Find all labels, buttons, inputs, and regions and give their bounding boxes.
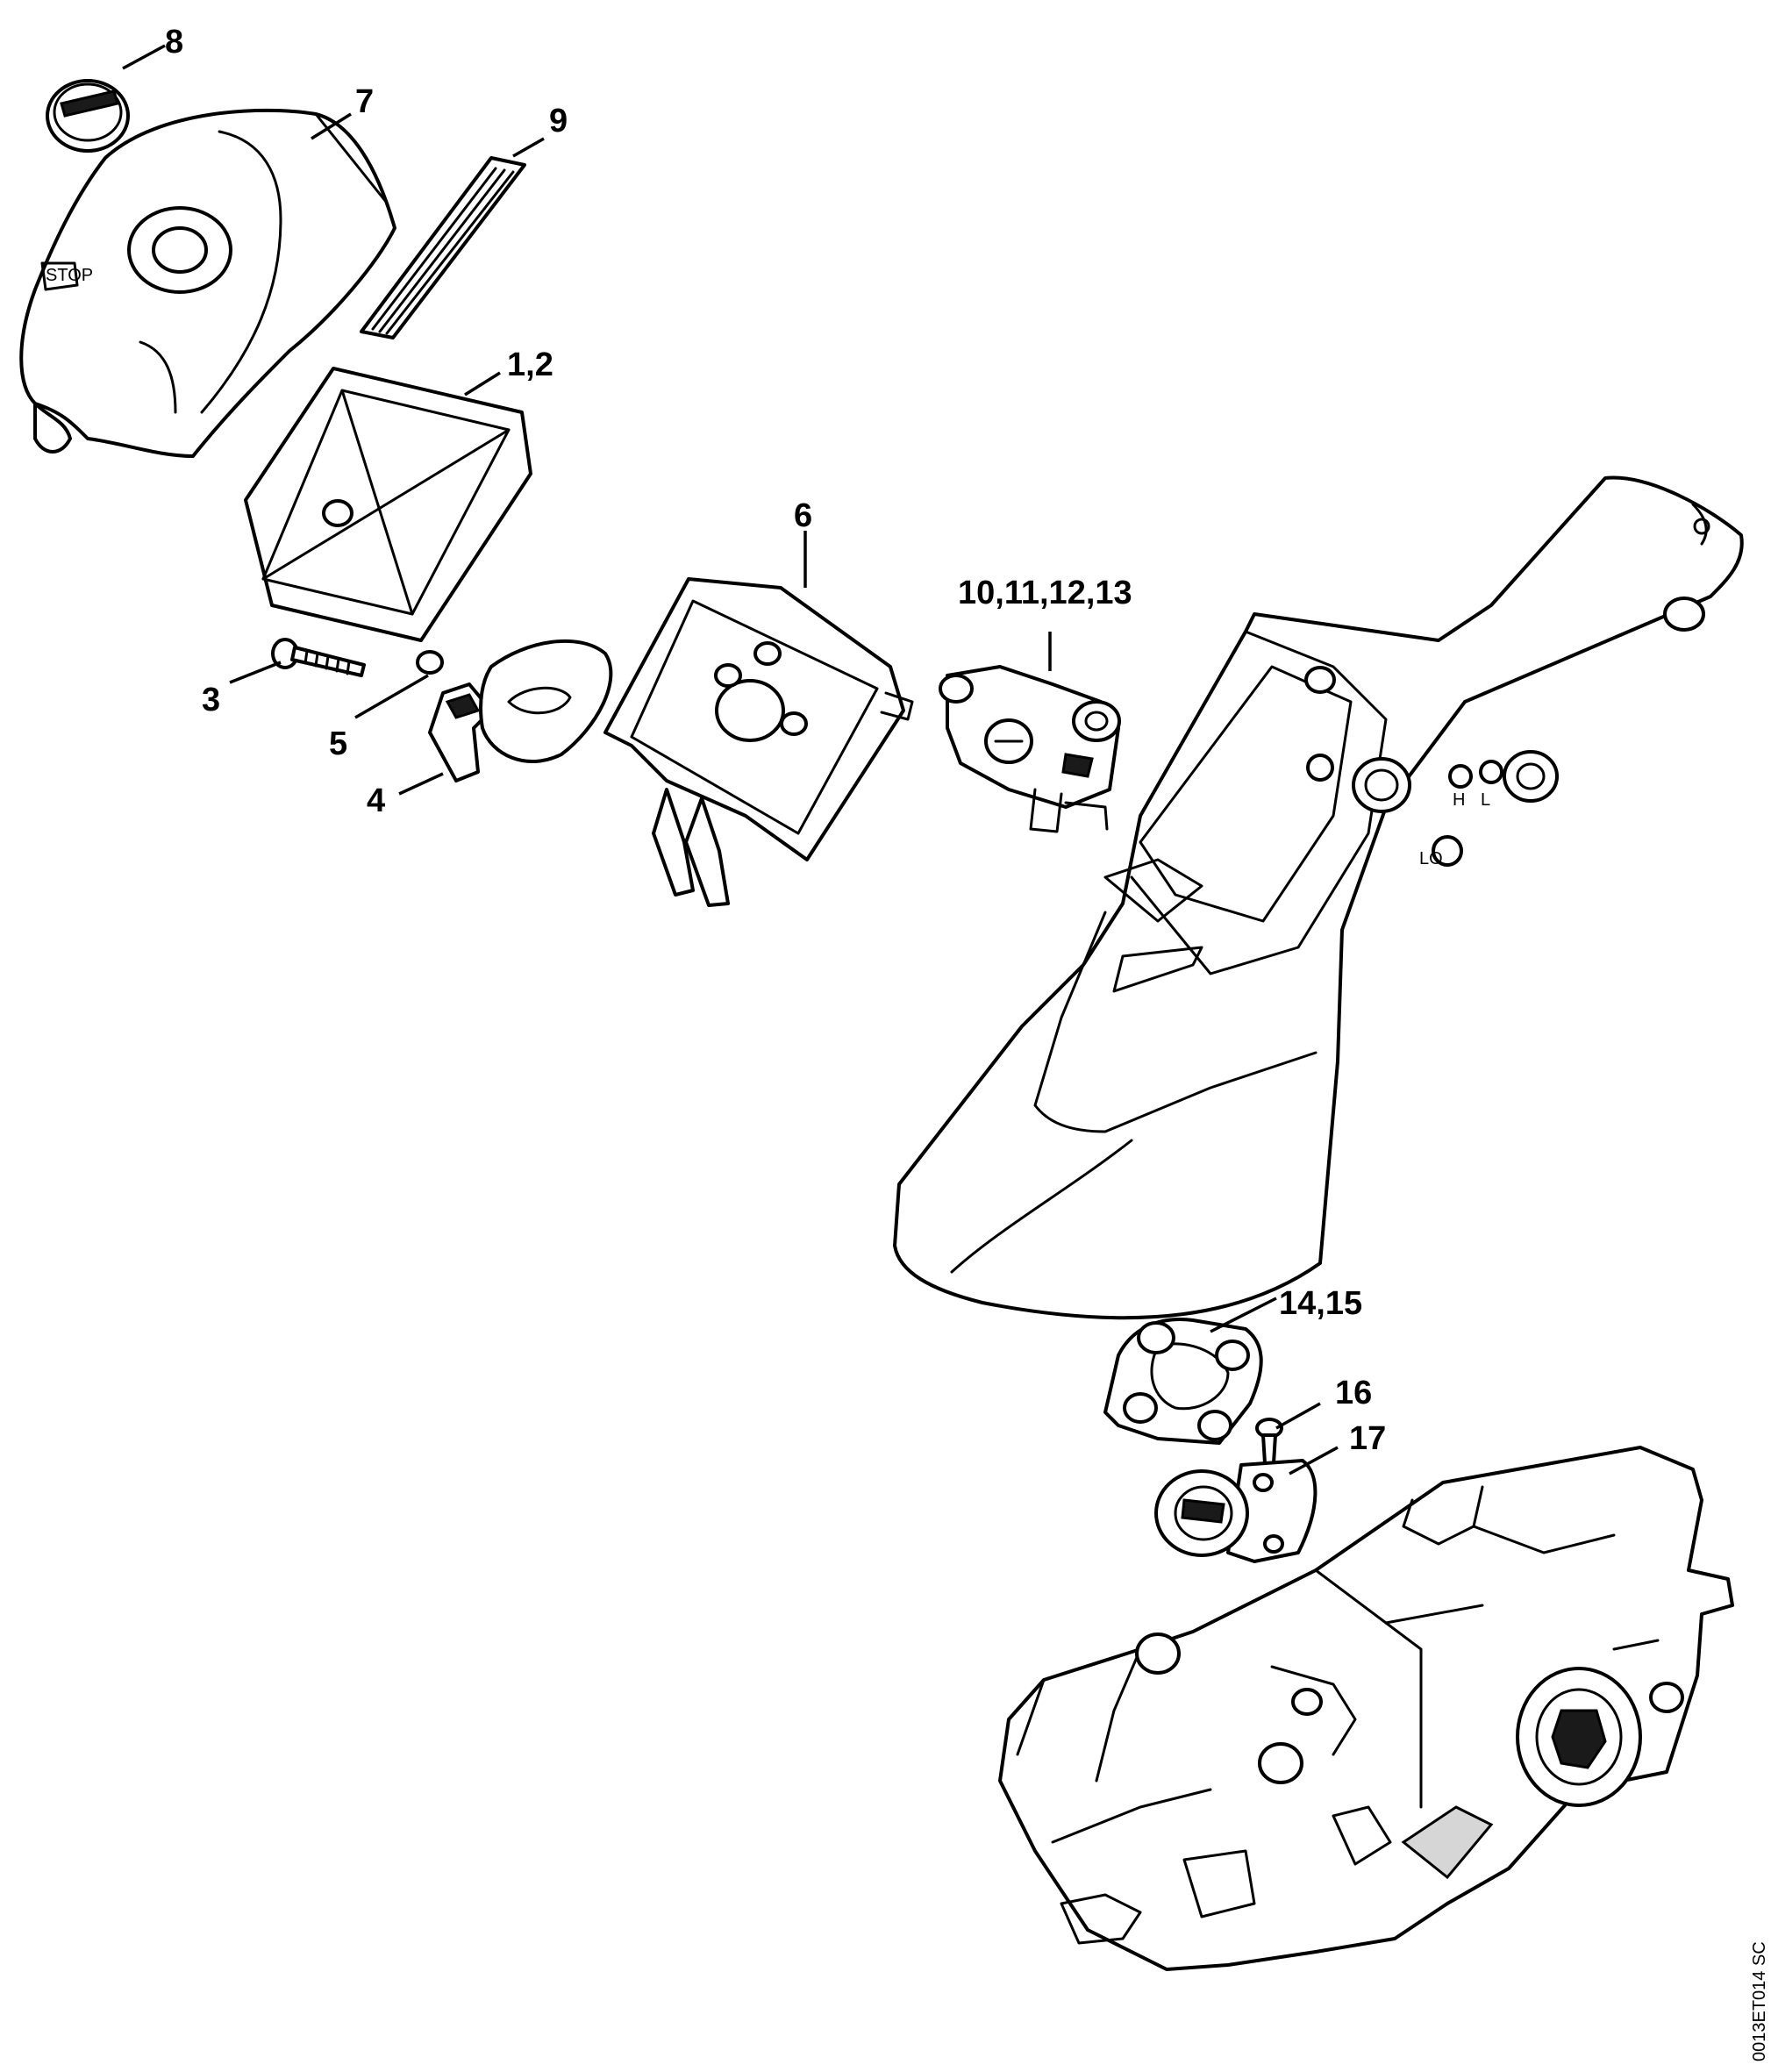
callout-9: 9 bbox=[549, 103, 568, 139]
callout-8: 8 bbox=[165, 24, 183, 61]
l-marking: L bbox=[1481, 790, 1490, 810]
stop-marking: STOP bbox=[46, 266, 93, 285]
callout-1-2: 1,2 bbox=[507, 347, 553, 383]
part-6-carburetor-box bbox=[603, 577, 914, 907]
callout-16: 16 bbox=[1335, 1375, 1372, 1411]
callout-7: 7 bbox=[355, 83, 374, 120]
part-16-screw bbox=[1255, 1418, 1283, 1465]
callout-3: 3 bbox=[202, 682, 220, 718]
part-3-screw bbox=[271, 638, 366, 677]
part-10-13-carburetor bbox=[939, 665, 1121, 833]
leader-lines bbox=[122, 44, 1339, 1475]
callout-14-15: 14,15 bbox=[1279, 1285, 1362, 1322]
part-8-cap bbox=[46, 79, 130, 153]
part-14-15-intake-cover bbox=[1103, 1318, 1263, 1445]
callout-17: 17 bbox=[1349, 1420, 1386, 1457]
part-4-choke-lever bbox=[428, 639, 613, 782]
callout-6: 6 bbox=[794, 497, 812, 534]
part-7-shroud: STOP bbox=[19, 108, 396, 458]
part-1-2-air-filter bbox=[244, 367, 532, 642]
callout-10-11-12-13: 10,11,12,13 bbox=[958, 575, 1132, 611]
drawing-code: 0013ET014 SC bbox=[1750, 1941, 1769, 2061]
h-marking: H bbox=[1453, 790, 1465, 810]
callout-4: 4 bbox=[367, 782, 385, 819]
callout-labels: 8 7 9 1,2 6 10,11,12,13 3 5 4 14,15 16 1… bbox=[165, 24, 1386, 1457]
part-17-intake-manifold bbox=[1154, 1459, 1318, 1563]
part-9-filter-strip bbox=[360, 156, 526, 339]
rear-handle-housing: H L LO bbox=[893, 475, 1744, 1320]
callout-5: 5 bbox=[329, 725, 347, 762]
part-5-o-ring bbox=[416, 650, 444, 675]
engine-housing bbox=[998, 1446, 1734, 1971]
lo-marking: LO bbox=[1419, 849, 1443, 868]
